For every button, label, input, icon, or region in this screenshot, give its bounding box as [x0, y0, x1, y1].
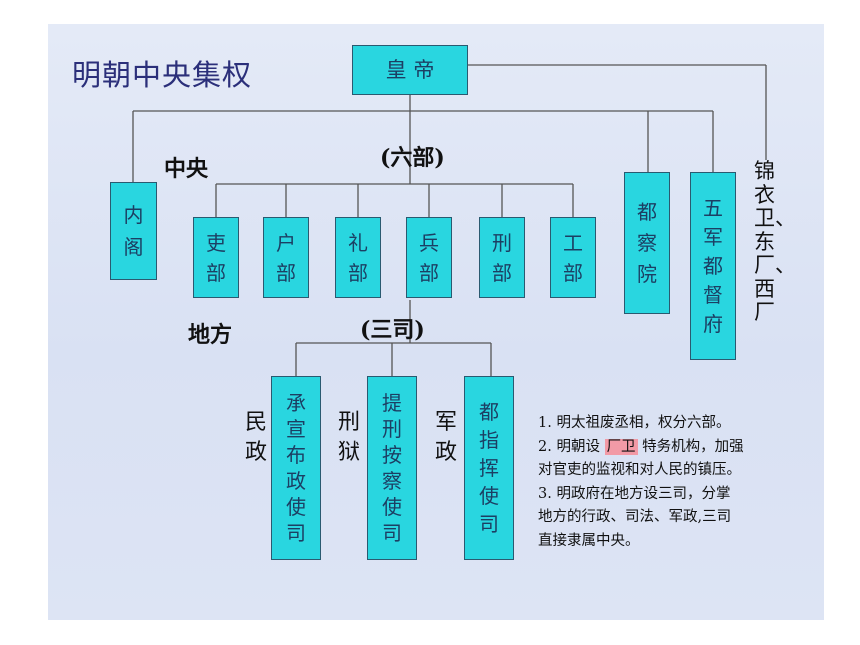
tixing-label: 提刑按察使司 [382, 391, 402, 545]
secret-police-label: 锦衣卫、东厂、西厂 [754, 159, 796, 325]
libu-official-label: 吏部 [206, 230, 226, 285]
libu-rites-label: 礼部 [348, 230, 368, 285]
hubu-box: 户部 [263, 217, 309, 298]
gongbu-label: 工部 [563, 230, 583, 285]
central-label: 中央 [164, 157, 209, 182]
note-2-highlight: 厂卫 [604, 438, 638, 455]
libu-official-box: 吏部 [193, 217, 239, 298]
duzhihui-box: 都指挥使司 [464, 376, 514, 560]
wujun-dudufu-box: 五军都督府 [690, 172, 736, 360]
six-ministries-label: (六部) [380, 145, 445, 171]
hubu-label: 户部 [276, 230, 296, 285]
libu-rites-box: 礼部 [335, 217, 381, 298]
wujun-dudufu-label: 五军都督府 [703, 195, 723, 336]
gongbu-box: 工部 [550, 217, 596, 298]
tixing-box: 提刑按察使司 [367, 376, 417, 560]
note-2-line2: 对官吏的监视和对人民的镇压。 [538, 462, 741, 478]
note-3-line3: 直接隶属中央。 [538, 532, 640, 549]
xingbu-label: 刑部 [492, 230, 512, 285]
emperor-label: 皇 帝 [385, 57, 435, 82]
chengxuan-label: 承宣布政使司 [286, 391, 306, 545]
civil-label: 民政 [245, 410, 268, 465]
duzhihui-label: 都指挥使司 [479, 400, 499, 536]
neige-label: 内阁 [123, 203, 144, 259]
justice-label: 刑狱 [338, 410, 361, 465]
note-3-line1: 3. 明政府在地方设三司，分掌 [538, 485, 731, 502]
note-3-line2: 地方的行政、司法、军政,三司 [538, 509, 732, 525]
diagram-title: 明朝中央集权 [72, 58, 253, 92]
note-1: 1. 明太祖废丞相，权分六部。 [538, 415, 731, 431]
xingbu-box: 刑部 [479, 217, 525, 298]
local-label: 地方 [188, 323, 233, 348]
duchayuan-box: 都察院 [624, 172, 670, 314]
notes-block: 1. 明太祖废丞相，权分六部。 2. 明朝设 厂卫 特务机构，加强 对官吏的监视… [538, 412, 818, 553]
note-2: 2. 明朝设 厂卫 特务机构，加强 [538, 436, 818, 460]
duchayuan-label: 都察院 [637, 199, 657, 286]
neige-box: 内阁 [110, 182, 157, 280]
note-2-suffix: 特务机构，加强 [642, 438, 744, 455]
bingbu-box: 兵部 [406, 217, 452, 298]
emperor-box: 皇 帝 [352, 45, 468, 95]
bingbu-label: 兵部 [419, 230, 439, 285]
three-offices-label: (三司) [360, 317, 425, 343]
chengxuan-box: 承宣布政使司 [271, 376, 321, 560]
note-2-prefix: 2. 明朝设 [538, 438, 600, 455]
military-label: 军政 [435, 410, 458, 465]
